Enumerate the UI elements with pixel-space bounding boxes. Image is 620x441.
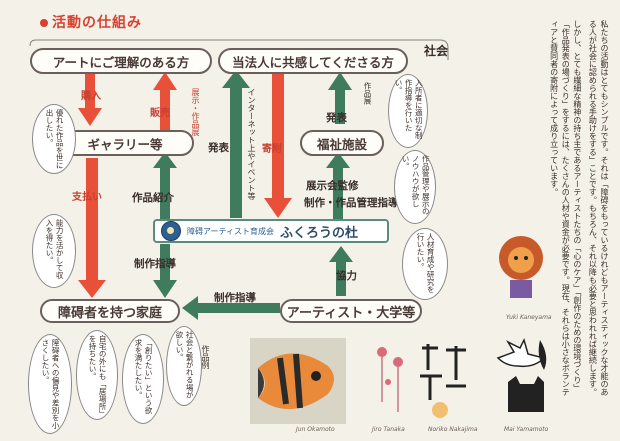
bubble-income: 能力を活かして収入を得たい。 — [32, 214, 76, 288]
artwork-lion — [499, 236, 543, 298]
arrow-purchase — [78, 72, 102, 126]
welfare-box: 福祉施設 — [300, 130, 384, 156]
title-dot-icon — [40, 19, 48, 27]
arrow-welfare-publish — [328, 72, 352, 124]
bubble-welfare-guidance: 入所者に適切な制作指導を行いたい。 — [388, 74, 428, 148]
artworks-label: 作品例 — [201, 345, 210, 369]
owl-logo-icon — [161, 221, 181, 241]
org-name: ふくろうの杜 — [280, 225, 359, 241]
bubble-prejudice: 障碍者への偏見や差別を小さくしたい。 — [28, 334, 72, 434]
label-exhibit-supervise: 展示会監修 — [306, 180, 359, 192]
bubble-gallery-wish: 優れた作品を世に出したい。 — [32, 104, 76, 174]
label-cooperation: 協力 — [336, 270, 357, 282]
arrow-cooperation — [329, 246, 353, 296]
bubble-connect: 社会と繋がれる場が欲しい。 — [166, 326, 202, 406]
society-outline — [29, 39, 449, 60]
artwork-calligraphy — [420, 344, 466, 418]
artists-box: アーティスト・大学等 — [280, 299, 422, 323]
bubble-create: 「創りたい」という欲求を満たしたい。 — [122, 334, 164, 424]
artwork-cats — [496, 337, 547, 412]
arrow-payment — [78, 158, 106, 298]
bubble-research: 人材育成や研究を行いたい。 — [402, 228, 448, 300]
diagram-title: 活動の仕組み — [40, 12, 142, 32]
description-text: 私たちの活動はとてもシンプルです。それは「障碍をもっているけれどもアーティスティ… — [472, 20, 610, 400]
description-paragraph-1: 私たちの活動はとてもシンプルです。それは「障碍をもっているけれどもアーティスティ… — [588, 20, 609, 396]
artwork-flowers — [377, 347, 403, 412]
artist-0: Yuki Kaneyama — [506, 314, 552, 321]
society-label: 社会 — [424, 44, 449, 58]
org-subtitle: 障碍アーティスト育成会 — [187, 226, 275, 236]
artist-4: Mai Yamamoto — [504, 426, 549, 433]
arrow-guidance — [153, 244, 177, 298]
label-sales-sub: 展示・作品展 — [191, 88, 200, 136]
label-welfare-exhibit: 作品展 — [363, 82, 372, 105]
org-bar: 障碍アーティスト育成会 ふくろうの杜 — [153, 219, 389, 243]
arrow-guidance-left — [182, 296, 280, 320]
corp-supporters-box: 当法人に共感してくださる方 — [218, 48, 408, 74]
artist-3: Noriko Nakajima — [428, 426, 478, 433]
artist-1: Jun Okamoto — [296, 426, 335, 433]
families-box: 障碍者を持つ家庭 — [40, 299, 180, 323]
label-internet: インターネット上やイベント等 — [247, 88, 256, 200]
artwork-fish — [250, 338, 346, 424]
bubble-place: 自宅の外にも「居場所」を持ちたい。 — [76, 330, 118, 420]
label-production-guidance: 制作・作品管理指導 — [304, 197, 399, 209]
label-publish1: 発表 — [208, 142, 229, 154]
label-sales: 販売 — [150, 108, 170, 119]
label-publish2: 発表 — [326, 112, 347, 124]
arrow-donation — [264, 72, 292, 218]
label-work-intro: 作品紹介 — [132, 192, 174, 204]
label-purchase: 購入 — [81, 91, 101, 102]
label-donation: 寄附 — [262, 144, 282, 155]
label-guidance1: 制作指導 — [134, 258, 176, 270]
description-paragraph-2: しかし、とても繊細な精神の持ち主であるアーティストたちの「心のケア」「創作のため… — [549, 20, 582, 396]
arrow-exhibit-supervise — [326, 152, 350, 220]
artist-2: Jiro Tanaka — [372, 426, 405, 433]
bubble-welfare-knowhow: 作品管理や展示のノウハウが欲しい。 — [394, 150, 436, 224]
arrow-sales — [153, 72, 177, 130]
art-supporters-box: アートにご理解のある方 — [30, 48, 212, 74]
label-guidance2: 制作指導 — [214, 292, 256, 304]
gallery-box: ギャラリー等 — [56, 130, 194, 156]
arrow-work-intro — [153, 152, 177, 220]
arrow-internet-publish — [222, 70, 250, 218]
label-payment: 支払い — [72, 192, 102, 203]
